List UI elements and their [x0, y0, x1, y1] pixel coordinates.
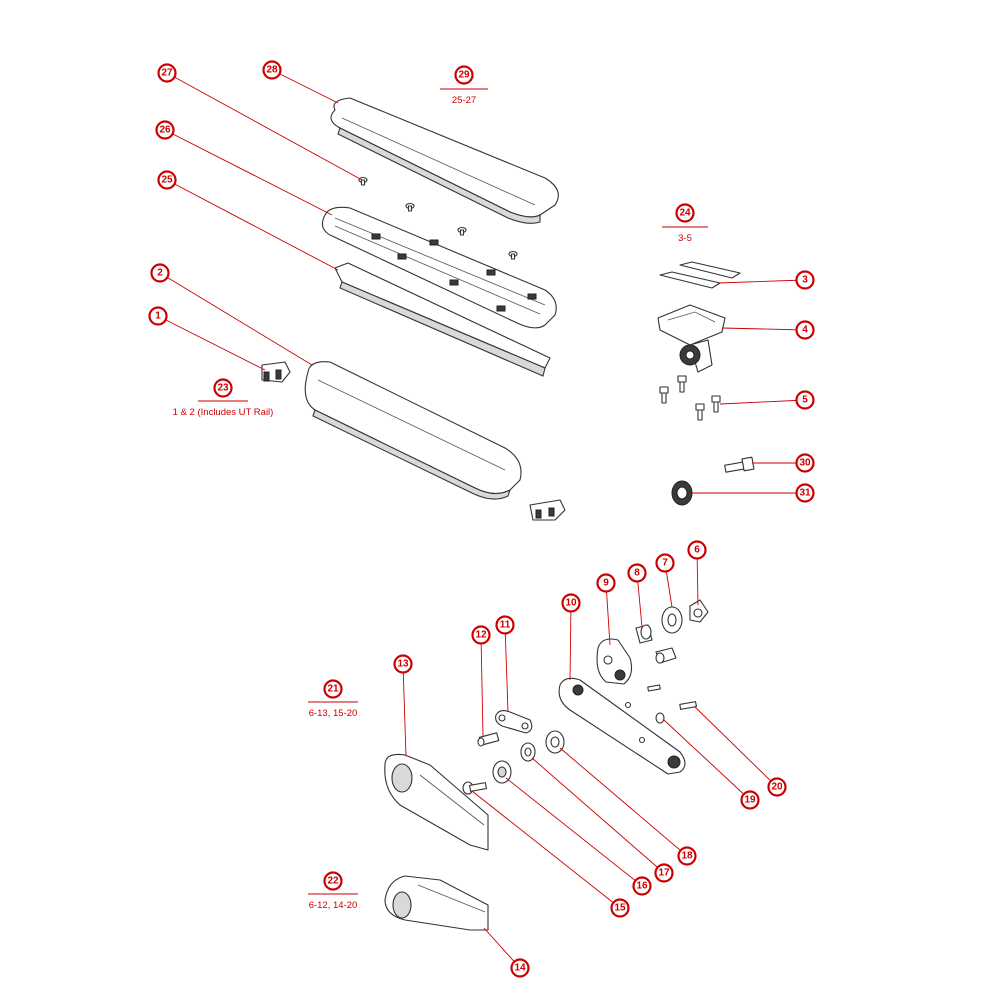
svg-text:3-5: 3-5 — [678, 233, 692, 244]
svg-text:9: 9 — [603, 578, 609, 589]
part-26-tray — [321, 206, 557, 329]
svg-text:12: 12 — [475, 630, 487, 641]
svg-text:25-27: 25-27 — [452, 95, 476, 106]
part-3-spacers — [659, 261, 741, 289]
callout-8: 8 — [627, 563, 647, 583]
svg-text:15: 15 — [614, 903, 626, 914]
svg-text:11: 11 — [500, 620, 511, 631]
callout-4: 4 — [795, 320, 815, 340]
svg-text:6: 6 — [694, 545, 700, 556]
callout-5: 5 — [795, 390, 815, 410]
svg-text:24: 24 — [679, 208, 691, 219]
callout-9: 9 — [596, 573, 616, 593]
callout-16: 16 — [632, 876, 652, 896]
callout-25: 25 — [157, 170, 177, 190]
svg-text:3: 3 — [802, 275, 808, 286]
kit-callout-21: 21 6-13, 15-20 — [308, 679, 358, 719]
part-8-bushing — [635, 624, 677, 664]
svg-text:21: 21 — [327, 684, 339, 695]
svg-text:2: 2 — [157, 268, 163, 279]
callout-11: 11 — [495, 615, 515, 635]
svg-text:17: 17 — [658, 868, 670, 879]
callout-2: 2 — [150, 263, 170, 283]
svg-text:4: 4 — [802, 325, 808, 336]
svg-text:6-12, 14-20: 6-12, 14-20 — [309, 900, 358, 911]
svg-text:31: 31 — [799, 488, 811, 499]
callout-17: 17 — [654, 863, 674, 883]
part-31-knob — [671, 480, 693, 506]
part-20-small-screw — [647, 684, 697, 710]
svg-text:25: 25 — [161, 175, 173, 186]
callout-27: 27 — [157, 63, 177, 83]
callout-3: 3 — [795, 270, 815, 290]
callout-10: 10 — [561, 593, 581, 613]
callout-6: 6 — [687, 540, 707, 560]
svg-text:10: 10 — [565, 598, 577, 609]
part-10-link-bar — [558, 677, 686, 775]
part-11-small-link — [495, 709, 533, 734]
svg-text:7: 7 — [662, 558, 668, 569]
part-9-cam-plate — [596, 638, 633, 685]
part-6-wing-knob — [689, 599, 709, 623]
callout-31: 31 — [795, 483, 815, 503]
kit-callout-22: 22 6-12, 14-20 — [308, 871, 358, 911]
svg-text:13: 13 — [397, 659, 409, 670]
part-19-small-washer — [655, 712, 665, 724]
callout-7: 7 — [655, 553, 675, 573]
svg-text:1 & 2 (Includes UT Rail): 1 & 2 (Includes UT Rail) — [173, 407, 274, 418]
part-14-arm-bracket — [384, 875, 489, 931]
svg-text:6-13, 15-20: 6-13, 15-20 — [309, 708, 358, 719]
part-15-screw — [462, 781, 487, 795]
leader-lines — [157, 69, 806, 969]
callout-20: 20 — [767, 777, 787, 797]
svg-text:14: 14 — [514, 963, 526, 974]
svg-text:28: 28 — [266, 65, 278, 76]
part-7-washer — [661, 606, 683, 634]
part-4-bracket — [657, 304, 726, 373]
part-2-armrest-body — [304, 361, 522, 500]
svg-text:20: 20 — [771, 782, 783, 793]
callout-18: 18 — [677, 846, 697, 866]
svg-text:19: 19 — [744, 795, 756, 806]
callout-12: 12 — [471, 625, 491, 645]
kit-callout-23: 23 1 & 2 (Includes UT Rail) — [173, 378, 274, 418]
part-12-pin — [477, 732, 500, 747]
callout-13: 13 — [393, 654, 413, 674]
svg-text:5: 5 — [802, 395, 808, 406]
svg-text:27: 27 — [161, 68, 173, 79]
part-25-rail-plate — [334, 262, 551, 377]
svg-text:1: 1 — [155, 311, 161, 322]
part-17-washer — [520, 742, 536, 762]
kit-callout-24: 24 3-5 — [662, 203, 708, 244]
callout-19: 19 — [740, 790, 760, 810]
svg-text:8: 8 — [634, 568, 640, 579]
part-30-bolt — [724, 456, 755, 473]
part-28-top-pad — [330, 97, 559, 224]
kit-callout-29: 29 25-27 — [440, 65, 488, 106]
part-16-bushing — [492, 760, 512, 784]
svg-text:30: 30 — [799, 458, 811, 469]
callout-14: 14 — [510, 958, 530, 978]
callout-30: 30 — [795, 453, 815, 473]
svg-text:18: 18 — [681, 851, 693, 862]
part-27-screws — [358, 176, 518, 260]
svg-text:16: 16 — [636, 881, 648, 892]
callout-15: 15 — [610, 898, 630, 918]
svg-text:26: 26 — [159, 125, 171, 136]
callout-26: 26 — [155, 120, 175, 140]
callout-1: 1 — [148, 306, 168, 326]
callout-28: 28 — [262, 60, 282, 80]
part-18-washer — [545, 730, 565, 754]
part-5-bolts — [659, 375, 721, 421]
svg-text:29: 29 — [458, 70, 470, 81]
part-1-clips — [261, 361, 566, 521]
part-13-arm-bracket — [384, 753, 489, 851]
svg-text:22: 22 — [327, 876, 339, 887]
svg-text:23: 23 — [217, 383, 229, 394]
